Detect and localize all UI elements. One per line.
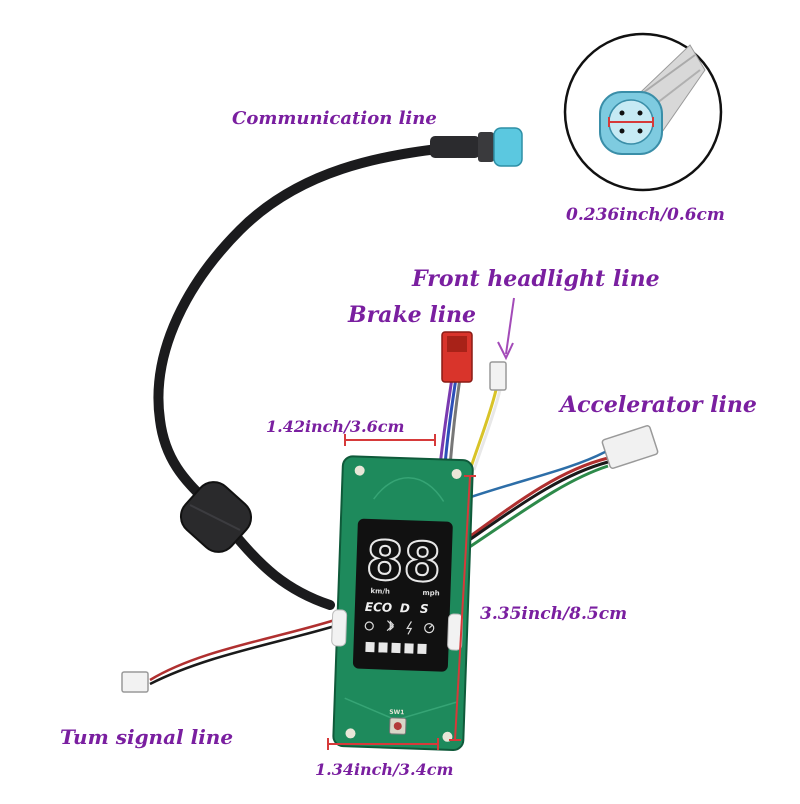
headlight-wire-white bbox=[472, 389, 502, 471]
label-accelerator-line: Accelerator line bbox=[560, 392, 757, 418]
measure-bottom-width: 1.34inch/3.4cm bbox=[315, 760, 454, 779]
accelerator-wire-green bbox=[467, 464, 609, 550]
brake-wire-purple bbox=[438, 377, 454, 467]
speedometer-icon bbox=[424, 623, 435, 634]
lcd-unit-mph: mph bbox=[422, 589, 440, 598]
communication-cable-lower bbox=[230, 530, 335, 610]
bottom-width-measure bbox=[327, 738, 439, 750]
top-width-measure bbox=[344, 434, 436, 446]
turn-signal-wire-red bbox=[149, 618, 336, 682]
pcb-board: 88 km/h mph ECO D S SW1 bbox=[331, 455, 474, 752]
communication-cable bbox=[153, 142, 460, 505]
brake-wire-blue bbox=[443, 377, 458, 466]
turn-signal-plug bbox=[121, 671, 149, 693]
brake-wire-gray bbox=[448, 377, 462, 467]
lcd-unit-kmh: km/h bbox=[370, 587, 390, 596]
lcd-screen bbox=[352, 518, 453, 672]
label-brake-line: Brake line bbox=[348, 302, 477, 328]
measure-height: 3.35inch/8.5cm bbox=[480, 604, 628, 624]
connector-inset-photo bbox=[599, 44, 706, 155]
label-front-headlight-line: Front headlight line bbox=[412, 266, 660, 292]
height-measure bbox=[449, 475, 476, 741]
measure-connector-diameter: 0.236inch/0.6cm bbox=[566, 205, 725, 225]
headlight-icon bbox=[364, 621, 374, 631]
accelerator-plug bbox=[601, 425, 659, 469]
lightning-icon bbox=[406, 621, 413, 635]
headlight-plug bbox=[489, 361, 507, 391]
headlight-wire-yellow bbox=[468, 389, 498, 471]
lcd-mode-s: S bbox=[420, 602, 429, 616]
label-turn-signal-line: Tum signal line bbox=[60, 725, 234, 749]
comm-connector-ring bbox=[478, 132, 494, 162]
measure-top-width: 1.42inch/3.6cm bbox=[266, 417, 405, 436]
lcd-mode-d: D bbox=[400, 601, 410, 615]
comm-connector-body bbox=[430, 136, 480, 158]
turn-signal-wire-black bbox=[149, 624, 336, 686]
lcd-digits: 88 bbox=[365, 529, 442, 595]
comm-connector-tip bbox=[493, 127, 523, 167]
headlight-arrow bbox=[497, 297, 515, 361]
lcd-mode-eco: ECO bbox=[365, 600, 393, 615]
accelerator-wire-black bbox=[461, 460, 609, 547]
battery-bar bbox=[365, 641, 427, 655]
switch-label: SW1 bbox=[389, 709, 404, 717]
bluetooth-icon bbox=[386, 620, 395, 632]
label-communication-line: Communication line bbox=[232, 108, 437, 129]
accelerator-wire-red bbox=[464, 456, 609, 542]
